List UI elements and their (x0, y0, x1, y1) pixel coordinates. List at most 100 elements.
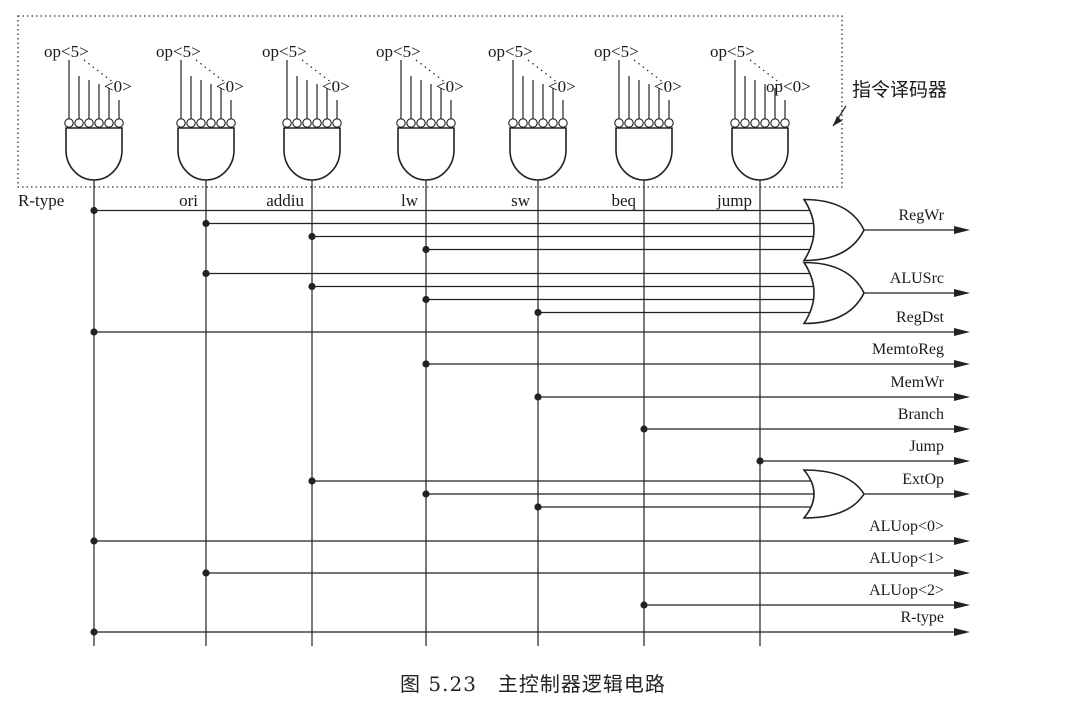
decoder-ori-input-bubble (206, 118, 216, 128)
junction-addiu-extop-7 (308, 477, 316, 485)
decoder-lw-and-gate (397, 127, 455, 181)
decoder-jump-input-bubble (730, 118, 740, 128)
decoder-addiu-input-bubble (302, 118, 312, 128)
decoder-lw-input-bubble (396, 118, 406, 128)
bus-label-r-type: R-type (18, 191, 64, 210)
decoder-beq-input-bubble (634, 118, 644, 128)
decoder-r-type-input-bubble (74, 118, 84, 128)
output-label-aluop-0-8: ALUop<0> (869, 518, 944, 535)
decoder-sw-lsb-label: <0> (548, 77, 576, 96)
output-arrowhead-r-type-11 (954, 628, 970, 636)
decoder-addiu-lsb-label: <0> (322, 77, 350, 96)
decoder-sw-input-bubble (518, 118, 528, 128)
or-gate-extop-7 (802, 469, 865, 519)
output-arrowhead-branch-5 (954, 425, 970, 433)
output-arrowhead-regwr-0 (954, 226, 970, 234)
decoder-jump-input-bubble (750, 118, 760, 128)
junction-lw-memtoreg-3 (422, 360, 430, 368)
decoder-label: 指令译码器 (852, 79, 947, 101)
output-arrowhead-extop-7 (954, 490, 970, 498)
junction-lw-alusrc-1 (422, 295, 430, 304)
junction-sw-memwr-4 (534, 393, 542, 401)
decoder-r-type-input-bubble (84, 118, 94, 128)
bus-label-lw: lw (401, 191, 419, 210)
output-arrowhead-jump-6 (954, 457, 970, 465)
junction-r-type-regdst-2 (90, 328, 98, 336)
decoder-addiu-input-bubble (312, 118, 322, 128)
junction-beq-branch-5 (640, 425, 648, 433)
junction-addiu-regwr-0 (308, 232, 316, 241)
decoder-r-type-and-gate (65, 127, 123, 181)
junction-lw-regwr-0 (422, 245, 430, 254)
decoder-lw-input-bubble (406, 118, 416, 128)
decoder-sw-input-bubble (548, 118, 558, 128)
decoder-r-type-lsb-label: <0> (104, 77, 132, 96)
junction-addiu-alusrc-1 (308, 282, 316, 291)
junction-sw-extop-7 (534, 503, 542, 511)
or-gate-regwr-0 (802, 198, 865, 262)
decoder-ori-input-bubble (176, 118, 186, 128)
decoder-addiu-input-bubble (292, 118, 302, 128)
junction-ori-aluop-1-9 (202, 569, 210, 577)
decoder-beq-input-bubble (614, 118, 624, 128)
bus-label-sw: sw (511, 191, 531, 210)
output-arrowhead-aluop-2-10 (954, 601, 970, 609)
output-label-regdst-2: RegDst (896, 309, 945, 326)
junction-r-type-r-type-11 (90, 628, 98, 636)
decoder-addiu-msb-label: op<5> (262, 42, 307, 61)
bus-label-ori: ori (179, 191, 198, 210)
decoder-addiu-and-gate (283, 127, 341, 181)
junction-r-type-regwr-0 (90, 206, 98, 215)
decoder-jump-and-gate (731, 127, 789, 181)
decoder-r-type-input-bubble (114, 118, 124, 128)
decoder-lw-msb-label: op<5> (376, 42, 421, 61)
decoder-beq-input-bubble (624, 118, 634, 128)
decoder-ori-and-gate (177, 127, 235, 181)
junction-beq-aluop-2-10 (640, 601, 648, 609)
output-label-branch-5: Branch (898, 406, 944, 423)
output-label-extop-7: ExtOp (902, 471, 944, 488)
decoder-ori-input-bubble (196, 118, 206, 128)
decoder-jump-msb-label: op<5> (710, 42, 755, 61)
bus-label-addiu: addiu (266, 191, 304, 210)
output-label-memwr-4: MemWr (890, 374, 944, 391)
decoder-ori-input-bubble (216, 118, 226, 128)
or-gate-alusrc-1 (802, 261, 865, 325)
output-arrowhead-regdst-2 (954, 328, 970, 336)
junction-ori-regwr-0 (202, 219, 210, 228)
output-label-regwr-0: RegWr (898, 207, 944, 224)
output-label-aluop-1-9: ALUop<1> (869, 550, 944, 567)
bus-label-jump: jump (716, 191, 752, 210)
decoder-lw-input-bubble (416, 118, 426, 128)
junction-ori-alusrc-1 (202, 269, 210, 278)
decoder-sw-msb-label: op<5> (488, 42, 533, 61)
figure-caption: 图 5.23 主控制器逻辑电路 (400, 672, 666, 696)
decoder-lw-input-bubble (436, 118, 446, 128)
junction-jump-jump-6 (756, 457, 764, 465)
decoder-r-type-input-bubble (64, 118, 74, 128)
decoder-addiu-input-bubble (322, 118, 332, 128)
decoder-beq-msb-label: op<5> (594, 42, 639, 61)
output-arrowhead-alusrc-1 (954, 289, 970, 297)
decoder-beq-input-bubble (654, 118, 664, 128)
decoder-pointer-arrowhead (833, 116, 842, 126)
decoder-ori-lsb-label: <0> (216, 77, 244, 96)
output-arrowhead-aluop-0-8 (954, 537, 970, 545)
junction-sw-alusrc-1 (534, 308, 542, 317)
bus-label-beq: beq (611, 191, 636, 210)
decoder-jump-lsb-label: op<0> (766, 77, 811, 96)
output-arrowhead-aluop-1-9 (954, 569, 970, 577)
output-arrowhead-memwr-4 (954, 393, 970, 401)
decoder-sw-input-bubble (528, 118, 538, 128)
decoder-jump-input-bubble (760, 118, 770, 128)
output-label-memtoreg-3: MemtoReg (872, 341, 944, 358)
decoder-box (17, 15, 843, 188)
decoder-r-type-msb-label: op<5> (44, 42, 89, 61)
decoder-sw-input-bubble (538, 118, 548, 128)
decoder-addiu-input-bubble (332, 118, 342, 128)
decoder-beq-input-bubble (644, 118, 654, 128)
output-label-jump-6: Jump (909, 438, 944, 455)
decoder-lw-input-bubble (426, 118, 436, 128)
decoder-lw-lsb-label: <0> (436, 77, 464, 96)
